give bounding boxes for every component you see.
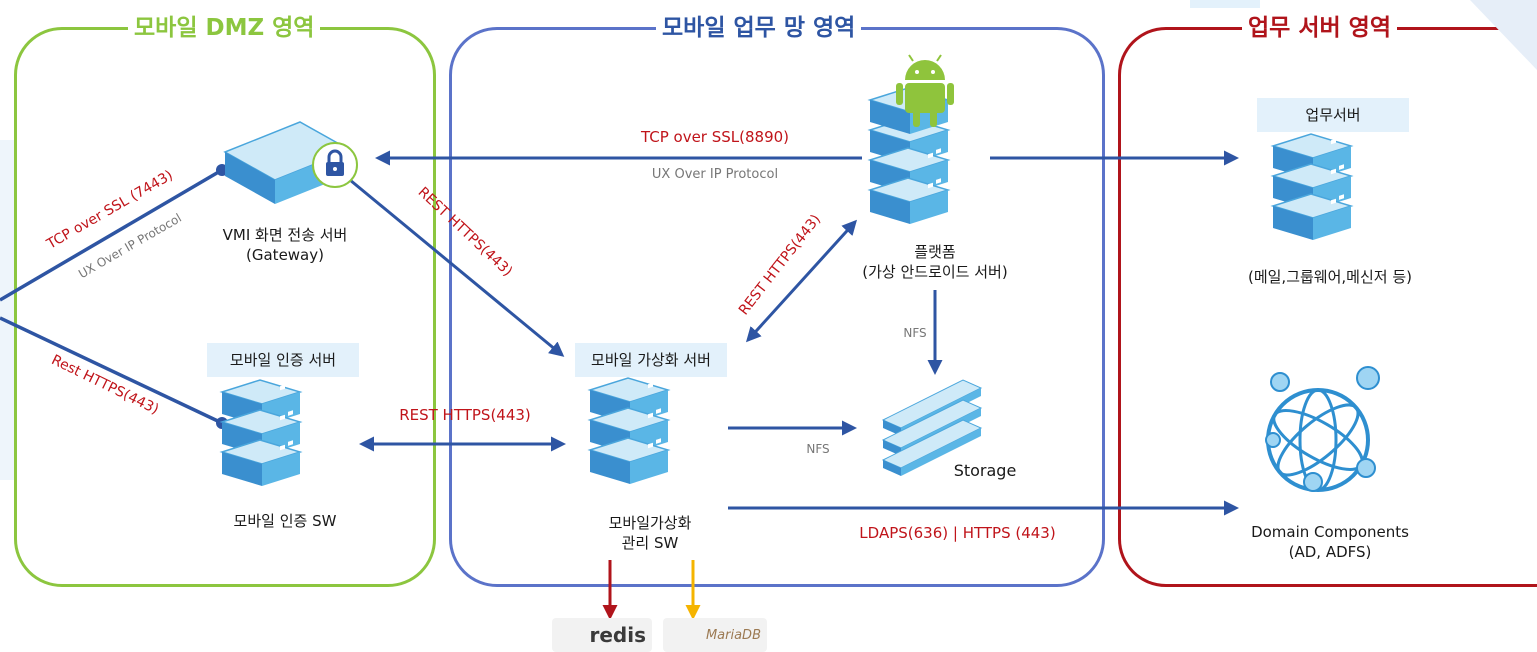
edge-label-rest-auth: REST HTTPS(443) <box>399 406 531 424</box>
auth-server-tag: 모바일 인증 서버 <box>207 343 359 377</box>
virt-server-label: 모바일가상화 관리 SW <box>565 513 735 553</box>
android-icon <box>896 54 954 127</box>
zone-business-net-title: 모바일 업무 망 영역 <box>656 8 862 42</box>
virt-server-label-line2: 관리 SW <box>621 534 679 552</box>
mariadb-label: MariaDB <box>705 627 761 643</box>
work-server-caption: (메일,그룹웨어,메신저 등) <box>1247 268 1412 286</box>
edge-client-auth <box>0 316 223 425</box>
platform-label-line1: 플랫폼 <box>914 243 956 261</box>
virtualization-server-icon <box>589 377 669 485</box>
zone-server-title: 업무 서버 영역 <box>1242 8 1397 42</box>
gateway-label-line1: VMI 화면 전송 서버 <box>222 226 348 244</box>
edge-label-nfs-platform: NFS <box>903 326 927 340</box>
auth-server-caption: 모바일 인증 SW <box>233 512 337 530</box>
storage-caption: Storage <box>953 461 1017 480</box>
work-server-icon <box>1272 133 1352 241</box>
platform-label-line2: (가상 안드로이드 서버) <box>862 263 1008 281</box>
mariadb-logo: MariaDB <box>663 618 767 652</box>
domain-label-line1: Domain Components <box>1251 523 1409 541</box>
redis-label: redis <box>589 623 646 647</box>
lock-icon <box>312 142 358 188</box>
edge-client-gateway <box>0 168 223 302</box>
domain-label-line2: (AD, ADFS) <box>1288 543 1372 561</box>
storage-icon <box>881 379 983 476</box>
work-server-tag: 업무서버 <box>1257 98 1409 132</box>
edge-label-nfs-virt: NFS <box>806 442 830 456</box>
edge-virt-platform <box>745 219 858 343</box>
external-region <box>0 140 14 480</box>
gateway-label: VMI 화면 전송 서버 (Gateway) <box>205 225 365 265</box>
auth-server-icon <box>221 379 301 487</box>
virt-server-tag: 모바일 가상화 서버 <box>575 343 727 377</box>
gateway-label-line2: (Gateway) <box>246 246 324 264</box>
domain-globe-icon <box>1265 366 1380 492</box>
virt-server-label-line1: 모바일가상화 <box>608 514 692 532</box>
domain-label: Domain Components (AD, ADFS) <box>1230 522 1430 562</box>
edge-label-ux-over-ip: UX Over IP Protocol <box>651 167 779 182</box>
edge-label-ldaps: LDAPS(636) | HTTPS (443) <box>859 524 1056 542</box>
platform-label: 플랫폼 (가상 안드로이드 서버) <box>830 242 1040 282</box>
redis-logo: redis <box>552 618 652 652</box>
corner-decoration <box>1190 0 1537 70</box>
zone-dmz-title: 모바일 DMZ 영역 <box>128 8 321 42</box>
edge-label-tcp-8890: TCP over SSL(8890) <box>640 128 790 146</box>
edge-gateway-virt <box>349 178 565 357</box>
